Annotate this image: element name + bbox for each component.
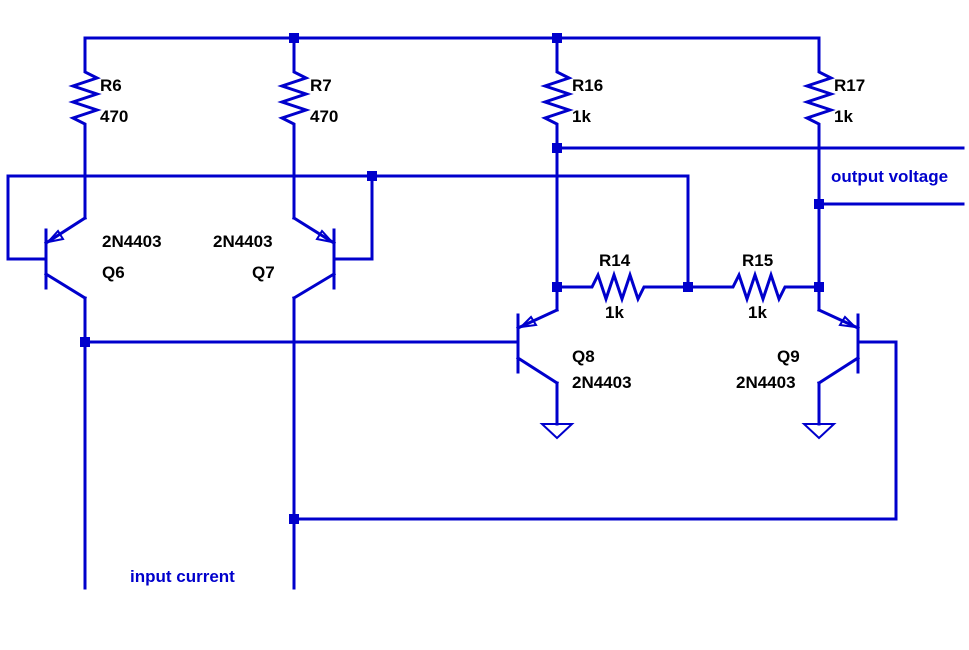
- r17-ref-label: R17: [834, 76, 865, 95]
- q9-part-label: 2N4403: [736, 373, 796, 392]
- resistor-r6: [68, 36, 102, 152]
- r7-value-label: 470: [310, 107, 338, 126]
- transistor-q7: [291, 215, 374, 301]
- transistor-q9: [816, 308, 898, 426]
- ground-icon: [801, 423, 837, 440]
- ground-icon: [539, 423, 575, 440]
- r14-value-label: 1k: [605, 303, 624, 322]
- resistor-r7: [277, 36, 311, 152]
- r16-value-label: 1k: [572, 107, 591, 126]
- q8-ref-label: Q8: [572, 347, 595, 366]
- r16-ref-label: R16: [572, 76, 603, 95]
- r7-ref-label: R7: [310, 76, 332, 95]
- resistor-r14: [555, 270, 690, 304]
- q6-part-label: 2N4403: [102, 232, 162, 251]
- q6-ref-label: Q6: [102, 263, 125, 282]
- q8-part-label: 2N4403: [572, 373, 632, 392]
- r15-value-label: 1k: [748, 303, 767, 322]
- r17-value-label: 1k: [834, 107, 853, 126]
- input-current-label: input current: [130, 567, 235, 586]
- r14-ref-label: R14: [599, 251, 631, 270]
- q7-part-label: 2N4403: [213, 232, 273, 251]
- resistor-r17: [802, 36, 836, 150]
- r15-ref-label: R15: [742, 251, 773, 270]
- bias-wire-top: [6, 174, 690, 289]
- q9-ref-label: Q9: [777, 347, 800, 366]
- feedback-wire: [292, 340, 898, 521]
- transistor-q8: [515, 308, 560, 426]
- resistor-r15: [686, 270, 821, 304]
- r6-value-label: 470: [100, 107, 128, 126]
- q7-ref-label: Q7: [252, 263, 275, 282]
- resistor-r16: [540, 36, 574, 150]
- output-voltage-label: output voltage: [831, 167, 948, 186]
- transistor-q6: [6, 215, 88, 301]
- r6-ref-label: R6: [100, 76, 122, 95]
- junction-dots: [80, 33, 824, 524]
